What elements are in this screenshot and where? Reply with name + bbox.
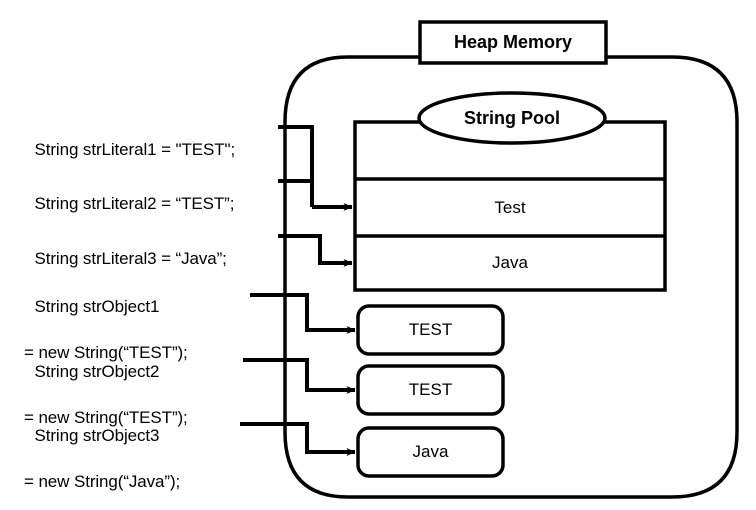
connector-literal1 xyxy=(278,125,314,207)
declaration-object2-line2: = new String(“TEST”); xyxy=(24,408,188,427)
declaration-object3-line1: String strObject3 xyxy=(34,426,160,445)
heap-memory-title-box xyxy=(418,20,608,65)
heap-object-java: Java xyxy=(412,442,449,461)
declaration-literal3-line1: String strLiteral3 = “Java”; xyxy=(34,249,227,268)
heap-object-test-1: TEST xyxy=(408,320,453,339)
pool-entry-test: Test xyxy=(494,197,526,217)
declaration-object3: String strObject3 = new String(“Java”); xyxy=(16,401,180,510)
declaration-literal1: String strLiteral1 = "TEST"; xyxy=(16,115,236,184)
string-pool-title: String Pool xyxy=(464,107,560,128)
declaration-object2-line1: String strObject2 xyxy=(34,362,160,381)
pool-entry-empty xyxy=(355,122,665,179)
heap-memory-container xyxy=(283,55,739,499)
connector-object1-to-heap-box1 xyxy=(250,293,356,334)
declaration-object1: String strObject1 = new String(“TEST”); xyxy=(16,272,188,410)
string-pool-ellipse xyxy=(417,91,607,145)
declaration-object1-line1: String strObject1 xyxy=(34,297,160,316)
pool-entry-java: Java xyxy=(492,253,528,272)
string-pool-box xyxy=(353,120,667,292)
heap-object-box-2 xyxy=(356,364,505,416)
heap-object-test-2: TEST xyxy=(408,380,453,399)
declaration-literal2-line1: String strLiteral2 = “TEST”; xyxy=(34,194,235,213)
heap-memory-title: Heap Memory xyxy=(453,32,573,52)
connector-literal3-to-pool-java xyxy=(278,234,353,267)
connector-object3-to-heap-box3 xyxy=(240,422,356,456)
heap-object-box-1 xyxy=(356,304,505,356)
declaration-object2: String strObject2 = new String(“TEST”); xyxy=(16,337,188,475)
declaration-literal3: String strLiteral3 = “Java”; xyxy=(16,224,227,293)
heap-object-box-3 xyxy=(356,426,505,478)
declaration-literal1-line1: String strLiteral1 = "TEST"; xyxy=(34,140,236,159)
declaration-literal2: String strLiteral2 = “TEST”; xyxy=(16,169,235,238)
declaration-object3-line2: = new String(“Java”); xyxy=(24,472,181,491)
declaration-object1-line2: = new String(“TEST”); xyxy=(24,343,188,362)
connector-object2-to-heap-box2 xyxy=(243,358,356,394)
